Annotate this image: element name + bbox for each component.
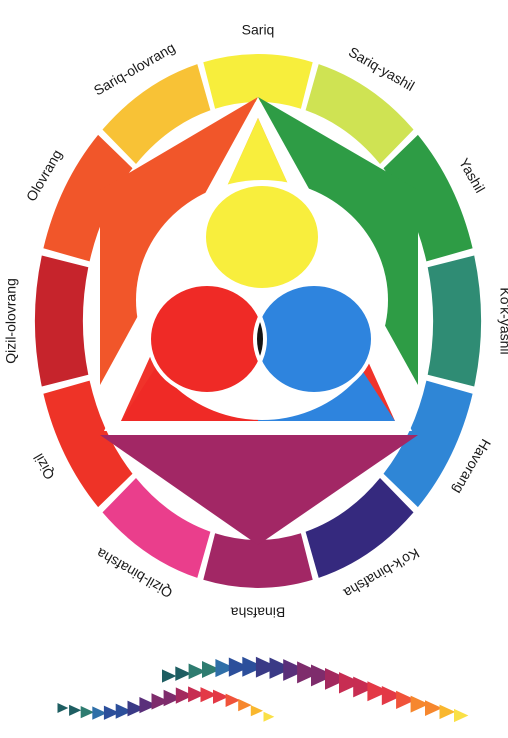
wheel-segment [428, 256, 481, 387]
wheel-label: Sariq [242, 22, 275, 38]
wheel-segment [35, 256, 88, 387]
wheel-label: Binafsha [231, 604, 286, 620]
wheel-label: Ko'k-yashil [497, 287, 508, 354]
wheel-label: Qizil-olovrang [3, 278, 19, 364]
